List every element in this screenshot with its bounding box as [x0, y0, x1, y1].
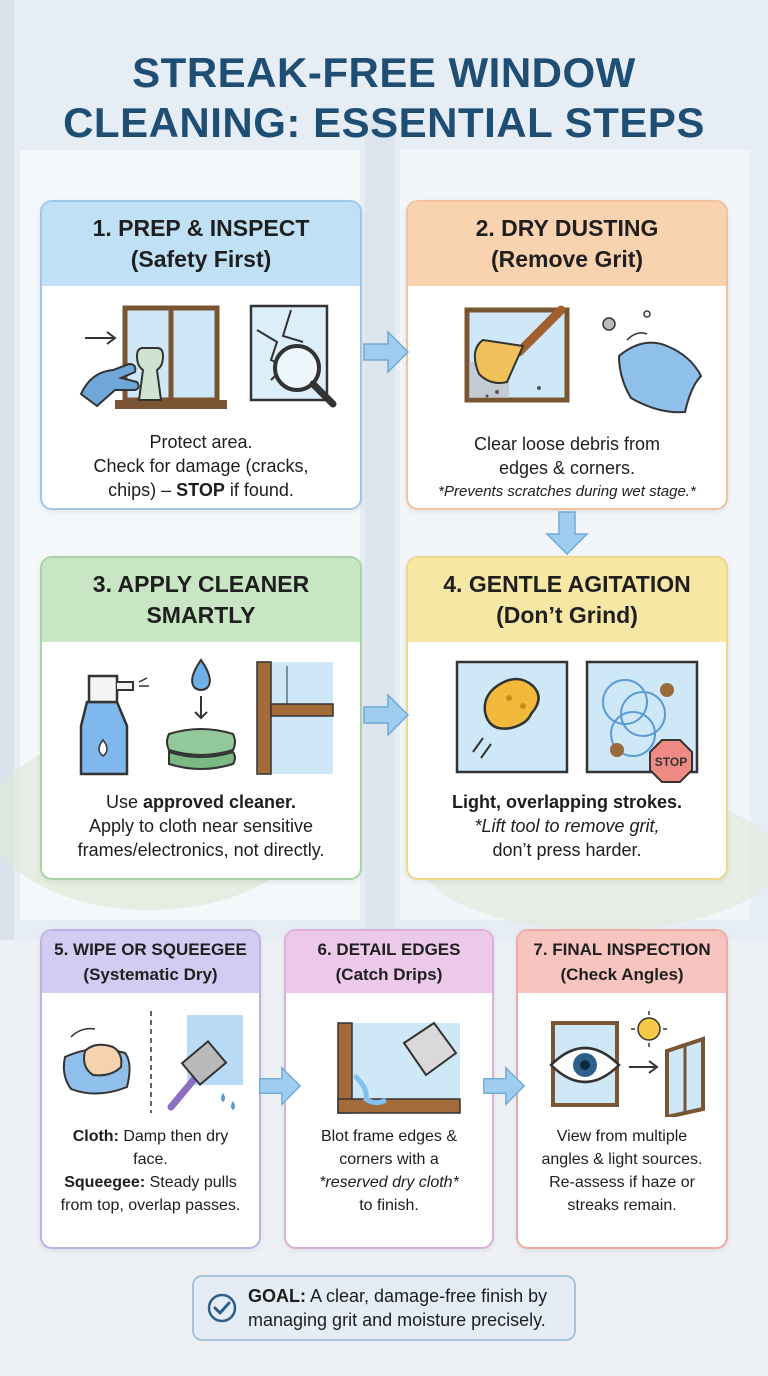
- step-header: 2. DRY DUSTING (Remove Grit): [408, 202, 726, 286]
- step-card-final-inspection: 7. FINAL INSPECTION (Check Angles): [516, 929, 728, 1249]
- step-card-gentle-agitation: 4. GENTLE AGITATION (Don’t Grind) S: [406, 556, 728, 880]
- step-card-dry-dusting: 2. DRY DUSTING (Remove Grit) Clear loose…: [406, 200, 728, 510]
- step-header: 5. WIPE OR SQUEEGEE (Systematic Dry): [42, 931, 259, 993]
- sun-icon: [631, 1011, 667, 1047]
- svg-text:STOP: STOP: [655, 755, 687, 769]
- step-header: 6. DETAIL EDGES (Catch Drips): [286, 931, 492, 993]
- final-inspection-illustration: [549, 1011, 705, 1117]
- check-circle-icon: [207, 1293, 237, 1323]
- step-header: 7. FINAL INSPECTION (Check Angles): [518, 931, 726, 993]
- cracked-glass-magnifier-icon: [249, 304, 337, 408]
- detail-edges-illustration: [337, 1021, 461, 1114]
- step-subtitle: (Catch Drips): [335, 965, 443, 984]
- step-title: 4. GENTLE AGITATION: [443, 571, 691, 597]
- step-header: 1. PREP & INSPECT (Safety First): [42, 202, 360, 286]
- wipe-squeegee-illustration: [62, 1011, 243, 1113]
- apply-cleaner-illustration: [79, 658, 334, 776]
- arrow-right-icon: [629, 1060, 659, 1074]
- window-frame-corner-icon: [256, 661, 334, 775]
- step-title: 2. DRY DUSTING: [475, 215, 659, 241]
- step-title: 6. DETAIL EDGES: [317, 940, 461, 959]
- step-card-prep-inspect: 1. PREP & INSPECT (Safety First) Protect…: [40, 200, 362, 510]
- arrow-step5-to-step6: [259, 1066, 302, 1106]
- step-card-detail-edges: 6. DETAIL EDGES (Catch Drips) Blot frame…: [284, 929, 494, 1249]
- goal-box: GOAL: A clear, damage-free finish by man…: [192, 1275, 576, 1341]
- step-subtitle: (Don’t Grind): [496, 602, 638, 628]
- arrow-step2-to-step4: [545, 511, 589, 556]
- sponge-on-glass-icon: [455, 660, 569, 774]
- window-eye-icon: [549, 1021, 621, 1107]
- step-header: 4. GENTLE AGITATION (Don’t Grind): [408, 558, 726, 642]
- step-title: 7. FINAL INSPECTION: [533, 940, 711, 959]
- water-drop-cloth-icon: [166, 658, 236, 770]
- step-subtitle: (Check Angles): [560, 965, 684, 984]
- frame-corner-cloth-icon: [337, 1021, 461, 1114]
- step-subtitle: SMARTLY: [146, 602, 256, 628]
- step-card-apply-cleaner: 3. APPLY CLEANER SMARTLY: [40, 556, 362, 880]
- step-subtitle: (Remove Grit): [490, 246, 644, 272]
- prep-inspect-illustration: [79, 304, 337, 409]
- step-subtitle: (Safety First): [130, 246, 272, 272]
- dry-dusting-illustration: [464, 305, 703, 414]
- window-brush-icon: [464, 305, 570, 403]
- arrow-step3-to-step4: [363, 693, 410, 737]
- spray-bottle-icon: [79, 674, 149, 776]
- step-title: 3. APPLY CLEANER: [92, 571, 310, 597]
- microfiber-cloth-icon: [602, 310, 703, 414]
- squeegee-icon: [167, 1015, 243, 1111]
- page-title: STREAK-FREE WINDOW CLEANING: ESSENTIAL S…: [63, 49, 705, 146]
- hand-cloth-icon: [62, 1027, 131, 1095]
- step-title: 1. PREP & INSPECT: [92, 215, 310, 241]
- step-card-wipe-squeegee: 5. WIPE OR SQUEEGEE (Systematic Dry) Clo…: [40, 929, 261, 1249]
- window-with-vase-icon: [79, 305, 227, 409]
- step-title: 5. WIPE OR SQUEEGEE: [54, 940, 247, 959]
- arrow-step6-to-step7: [483, 1066, 526, 1106]
- step-subtitle: (Systematic Dry): [83, 965, 218, 984]
- goal-text: GOAL: A clear, damage-free finish by man…: [248, 1286, 548, 1330]
- arrow-step1-to-step2: [363, 330, 410, 374]
- stop-sign-icon: STOP: [649, 739, 693, 783]
- angled-window-icon: [665, 1036, 705, 1117]
- step-header: 3. APPLY CLEANER SMARTLY: [42, 558, 360, 642]
